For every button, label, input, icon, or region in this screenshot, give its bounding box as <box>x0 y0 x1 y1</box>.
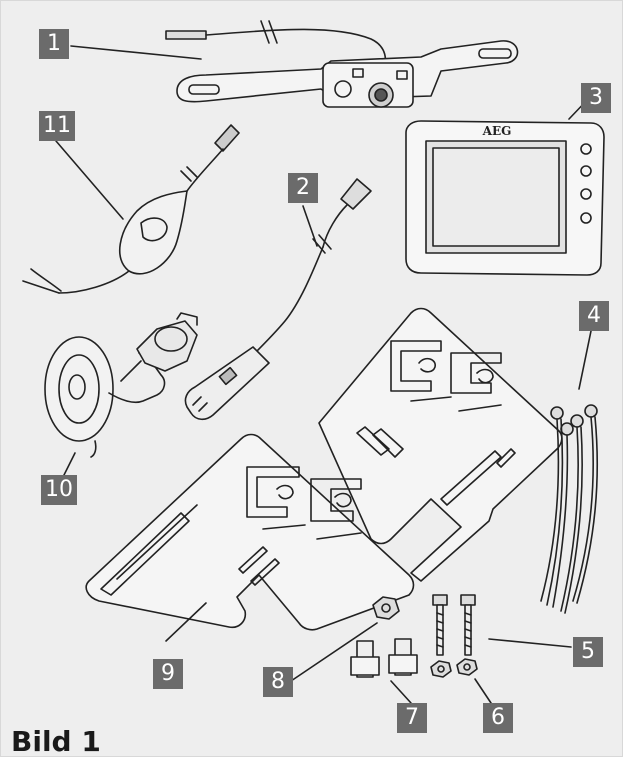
callout-8: 8 <box>263 667 293 697</box>
callout-9: 9 <box>153 659 183 689</box>
callout-11: 11 <box>39 111 75 141</box>
callout-2: 2 <box>288 173 318 203</box>
figure-caption: Bild 1 <box>11 725 101 758</box>
part-adapter-plate-lower <box>85 433 415 631</box>
part-car-plug-cable <box>184 178 372 421</box>
part-cable-ties <box>540 404 599 614</box>
callout-5: 5 <box>573 637 603 667</box>
part-clamp-blocks <box>350 638 418 678</box>
callout-1: 1 <box>39 29 69 59</box>
callout-4: 4 <box>579 301 609 331</box>
part-inline-switch-cable <box>22 124 240 294</box>
monitor-brand-label: AEG <box>482 124 512 138</box>
callout-10: 10 <box>41 475 77 505</box>
callout-6: 6 <box>483 703 513 733</box>
part-suction-mount <box>44 312 198 458</box>
part-nut <box>372 596 400 620</box>
part-bolts <box>432 594 476 656</box>
callout-7: 7 <box>397 703 427 733</box>
part-nuts <box>430 658 478 678</box>
part-monitor <box>405 120 605 276</box>
callout-3: 3 <box>581 83 611 113</box>
part-camera-bracket <box>165 20 519 108</box>
